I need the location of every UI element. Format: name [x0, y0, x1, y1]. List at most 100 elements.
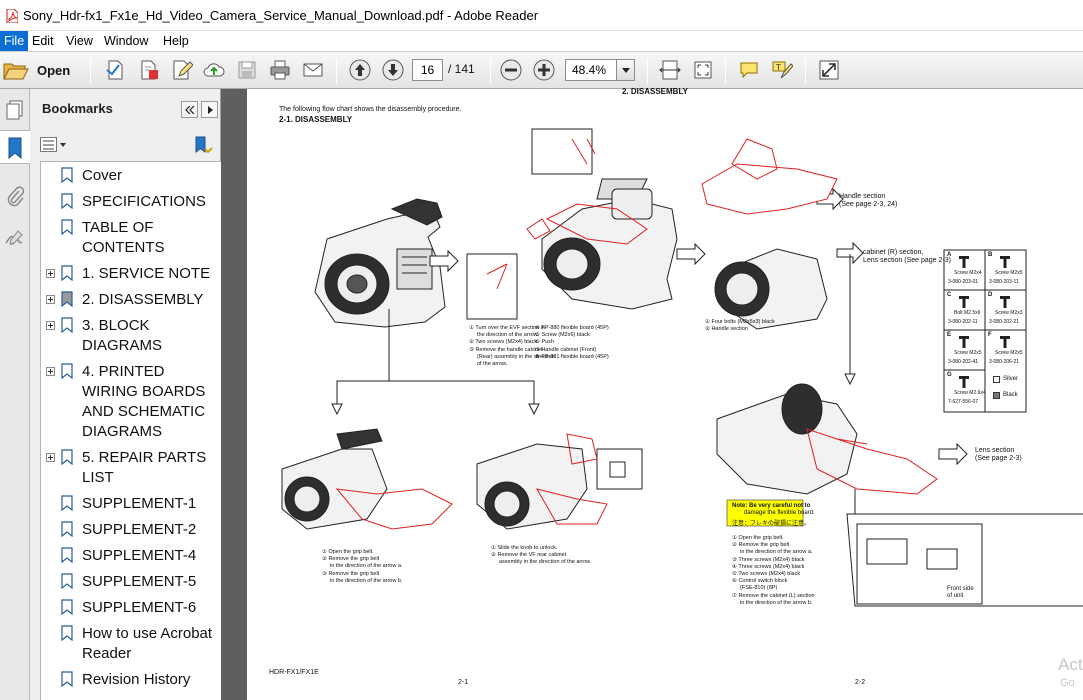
next-page-button[interactable]	[380, 57, 406, 83]
panel-menu-button[interactable]	[201, 101, 218, 118]
fit-width-button[interactable]	[657, 57, 683, 83]
silver-swatch	[993, 376, 1000, 383]
title-bar: Sony_Hdr-fx1_Fx1e_Hd_Video_Camera_Servic…	[0, 0, 1083, 31]
menu-window[interactable]: Window	[104, 34, 149, 48]
bookmark-icon	[61, 219, 73, 235]
zoom-out-icon	[500, 59, 522, 81]
step-line: the direction of the arrow.	[477, 332, 539, 339]
double-chevron-left-icon	[185, 106, 195, 114]
activation-watermark: Act	[1058, 655, 1083, 674]
zoom-in-button[interactable]	[531, 57, 557, 83]
combine-pdf-button[interactable]	[136, 57, 162, 83]
page-thumbnails-icon[interactable]	[4, 99, 26, 121]
zoom-input[interactable]: 48.4%	[565, 59, 617, 81]
cloud-upload-icon	[203, 63, 225, 77]
zoom-out-button[interactable]	[498, 57, 524, 83]
highlight-button[interactable]: T	[769, 57, 795, 83]
section-title: 2-1. DISASSEMBLY	[279, 115, 353, 124]
arrow-down-circle-icon	[382, 59, 404, 81]
screw-key: C	[947, 292, 952, 298]
bookmarks-tab[interactable]	[0, 130, 30, 164]
previous-page-button[interactable]	[347, 57, 373, 83]
step-line: of the arrow.	[477, 361, 508, 367]
step-line: ⑦ Remove the cabinet (L) section	[732, 592, 815, 599]
intro-text: The following flow chart shows the disas…	[279, 106, 462, 113]
expand-toggle[interactable]	[46, 367, 55, 376]
step-line: ② Handle section	[705, 326, 748, 333]
screw-name: Screw M2x4	[954, 270, 982, 276]
bookmark-label: SUPPLEMENT-4	[82, 547, 197, 564]
highlight-text-icon: T	[772, 61, 793, 79]
screw-part-number: 3-080-203-01	[948, 279, 979, 285]
bookmark-expand-icon	[195, 136, 213, 154]
window-title: Sony_Hdr-fx1_Fx1e_Hd_Video_Camera_Servic…	[23, 8, 539, 23]
bookmark-label: How to use Acrobat Reader	[82, 625, 213, 662]
screw-part-number: 3-080-203-11	[989, 279, 1019, 285]
expand-toggle[interactable]	[46, 453, 55, 462]
menu-help[interactable]: Help	[163, 34, 189, 48]
bookmark-label: TABLE OF CONTENTS	[82, 219, 165, 256]
note-line-1: Note: Be very careful not to	[732, 503, 811, 509]
page-number-input[interactable]: 16	[412, 59, 443, 81]
screw-part-number: 3-080-202-41	[948, 359, 979, 365]
bookmark-options-button[interactable]	[40, 137, 68, 153]
step-line: ② Remove the VF rear cabinet	[491, 552, 567, 559]
bookmarks-header: Bookmarks	[30, 89, 221, 129]
bookmark-icon	[61, 573, 73, 589]
svg-text:T: T	[775, 63, 781, 72]
lens-section-ref: (See page 2-3)	[975, 455, 1022, 462]
handle-section-ref: (See page 2-3, 24)	[839, 201, 898, 208]
expand-toggle[interactable]	[46, 269, 55, 278]
screw-name: Bolt M2.5x6	[954, 310, 981, 316]
print-button[interactable]	[267, 57, 293, 83]
step-line: ① Open the grip belt.	[322, 549, 374, 555]
screw-name: Screw M2x5	[995, 270, 1023, 276]
frontside-label: Front side	[947, 586, 974, 592]
step-line: ⑤ Screw (M2x6) black	[535, 332, 590, 339]
step-line: ⑦ Handle cabinet (Front)	[535, 346, 597, 353]
step-line: ① Turn over the EVF section in	[469, 325, 545, 331]
bookmark-icon	[61, 599, 73, 615]
comment-button[interactable]	[736, 57, 762, 83]
expand-toggle[interactable]	[46, 295, 55, 304]
step-line: in the direction of the arrow b.	[740, 599, 813, 606]
zoom-dropdown[interactable]	[616, 59, 635, 81]
open-button[interactable]: Open	[3, 58, 75, 84]
navigation-rail	[0, 89, 30, 700]
bookmark-icon	[61, 671, 73, 687]
screw-icon	[1000, 296, 1010, 308]
menu-view[interactable]: View	[66, 34, 93, 48]
full-screen-button[interactable]	[816, 57, 842, 83]
upload-button[interactable]	[201, 57, 227, 83]
step-line: in the direction of the arrow a.	[740, 549, 813, 556]
toolbar-separator	[90, 58, 91, 84]
fit-page-button[interactable]	[690, 57, 716, 83]
bookmark-icon	[61, 193, 73, 209]
menu-file[interactable]: File	[0, 31, 29, 51]
step-line: (FSE-810) (8P)	[740, 585, 778, 592]
screw-part-number: 7-627-556-07	[948, 399, 979, 405]
bookmark-label: 3. BLOCK DIAGRAMS	[82, 317, 163, 354]
menu-edit[interactable]: Edit	[32, 34, 54, 48]
expand-bookmark-button[interactable]	[193, 135, 213, 155]
signatures-icon[interactable]	[4, 227, 26, 249]
step-line: assembly in the direction of the arrow.	[499, 559, 592, 566]
bookmark-icon	[61, 495, 73, 511]
screw-key: D	[988, 292, 993, 298]
screw-name: Screw M2.6x4	[954, 390, 986, 396]
fit-page-icon	[694, 61, 712, 79]
collapse-panel-button[interactable]	[181, 101, 198, 118]
create-pdf-button[interactable]	[102, 57, 128, 83]
document-viewport[interactable]: 2. DISASSEMBLY The following flow chart …	[221, 87, 1083, 700]
page-header: 2. DISASSEMBLY	[622, 87, 688, 96]
save-button[interactable]	[234, 57, 260, 83]
email-button[interactable]	[300, 57, 326, 83]
screw-icon	[959, 296, 969, 308]
step-line: ② Two screws (M2x4) black	[469, 339, 538, 346]
edit-pdf-button[interactable]	[169, 57, 195, 83]
attachments-icon[interactable]	[4, 185, 26, 207]
bookmark-label: 2. DISASSEMBLY	[82, 291, 204, 308]
chevron-right-icon	[208, 106, 213, 114]
expand-toggle[interactable]	[46, 321, 55, 330]
